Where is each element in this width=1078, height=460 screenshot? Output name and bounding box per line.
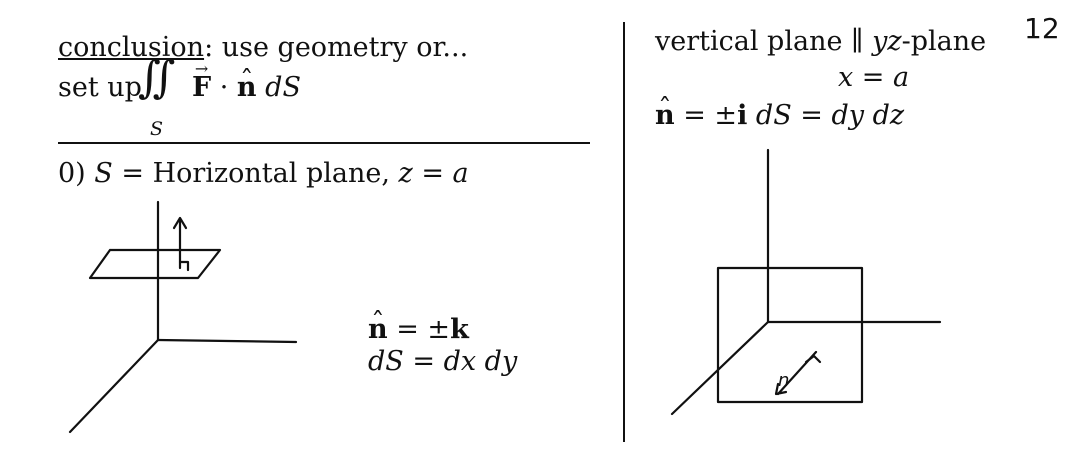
normal-k-line: n = ±k (368, 310, 469, 345)
right-angle-mark-right (804, 354, 822, 364)
right-angle-mark (178, 260, 190, 272)
horizontal-plane-outline (88, 248, 222, 280)
dS-S: S (282, 72, 301, 103)
conclusion-text: : use geometry or... (204, 32, 469, 63)
normal-i-line: n = ±i dS = dy dz (655, 96, 905, 131)
x-axis-right (670, 320, 770, 416)
case-eq2: = (412, 158, 453, 189)
normal-eq: = ± (387, 314, 451, 345)
case-a: a (452, 158, 469, 189)
normal-k: k (450, 314, 469, 345)
parallel-symbol: ∥ (851, 26, 873, 57)
integral-subscript: S (150, 118, 164, 140)
n-post: dS = dy dz (747, 100, 905, 131)
case-prefix: 0) (58, 158, 95, 189)
double-integral-symbol: ∬ (138, 52, 176, 103)
dS-line-rest: S = dx dy (385, 346, 518, 377)
dS-dxdy-line: dS = dx dy (368, 348, 517, 375)
case-0-heading: 0) S = Horizontal plane, z = a (58, 160, 469, 187)
section-divider (58, 142, 590, 144)
dot-operator: · (211, 72, 237, 103)
vertical-plane-sketch (670, 148, 942, 416)
normal-n-hat: n (237, 68, 257, 101)
vertical-plane-outline (716, 266, 864, 404)
setup-prefix: set up (58, 72, 142, 103)
normal-arrow-head-right (774, 382, 788, 396)
case-s: S (94, 158, 113, 189)
page-number: 12 (1024, 12, 1060, 45)
x-axis (68, 338, 160, 434)
conclusion-label: conclusion (58, 32, 205, 63)
normal-n-hat-3: n (655, 96, 675, 129)
vector-f: F (192, 61, 211, 101)
vertical-plane-heading: vertical plane ∥ yz-plane (655, 28, 986, 55)
heading-yz: yz (872, 26, 902, 57)
handwritten-n-hat-label: n (778, 370, 790, 391)
normal-arrow-head (172, 216, 188, 230)
conclusion-line: conclusion: use geometry or... (58, 34, 468, 61)
column-divider (623, 22, 625, 442)
case-z: z (398, 158, 413, 189)
dS-d: d (256, 72, 283, 103)
x-equals-a: x = a (838, 62, 910, 93)
normal-n-hat-2: n (368, 310, 388, 343)
integrand: F · n dS (192, 61, 301, 103)
n-eq: = ± (674, 100, 738, 131)
heading-post: -plane (901, 26, 987, 57)
horizontal-plane-sketch (68, 200, 298, 434)
heading-pre: vertical plane (655, 26, 852, 57)
normal-i: i (737, 100, 748, 131)
case-eq: = Horizontal plane, (112, 158, 399, 189)
dS-line-d: d (368, 346, 386, 377)
y-axis (156, 338, 298, 344)
